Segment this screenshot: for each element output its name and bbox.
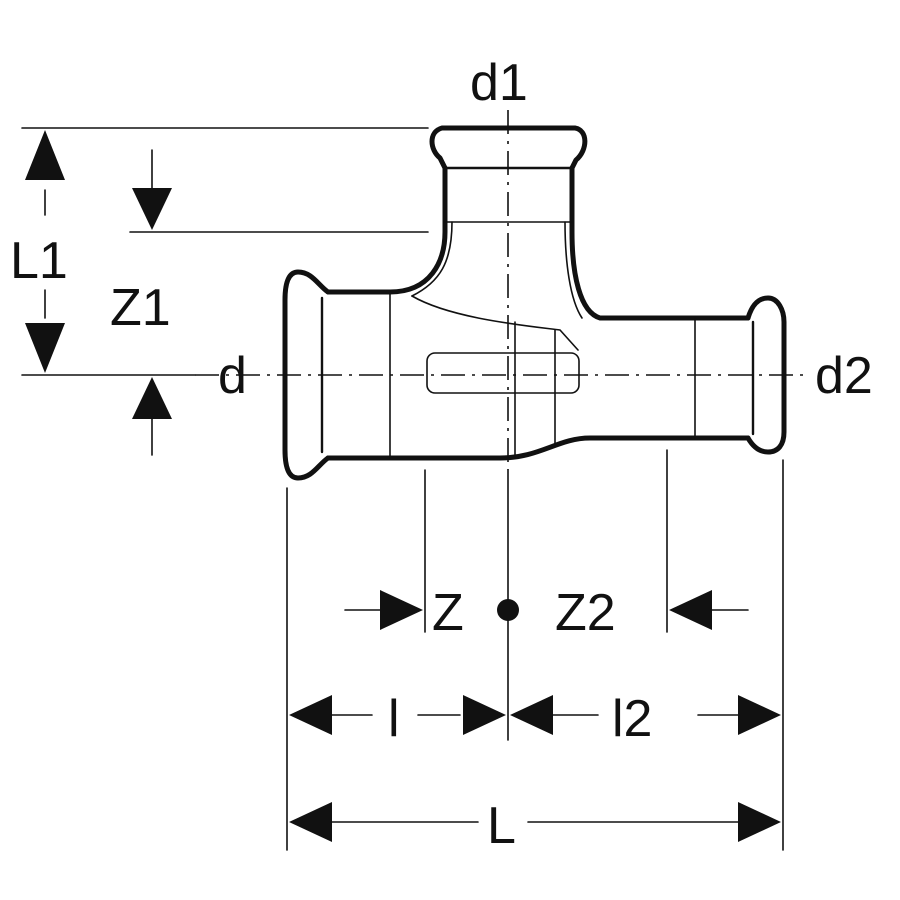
inner-branch-curve-right [564, 221, 583, 319]
Z1-arrow-down [132, 188, 172, 230]
fitting-body [282, 125, 787, 481]
l2-arrow-left [510, 695, 553, 735]
L-arrow-right [738, 802, 781, 842]
label-Z2: Z2 [555, 584, 616, 642]
label-d1: d1 [470, 54, 528, 112]
dimension-Z-Z2: Z Z2 [344, 584, 749, 642]
internal-slot [426, 352, 580, 394]
dimension-L1: L1 [10, 130, 68, 373]
right-socket-collar [745, 295, 787, 455]
l-arrow-left [289, 695, 332, 735]
inner-bore-curve [411, 295, 579, 351]
label-Z1: Z1 [110, 279, 171, 337]
extension-lines [21, 127, 784, 851]
dimension-L: L [289, 797, 781, 855]
L1-arrow-down [25, 323, 65, 373]
label-d2: d2 [815, 347, 873, 405]
L1-arrow-up [25, 130, 65, 180]
L-arrow-left [289, 802, 332, 842]
l2-arrow-right [738, 695, 781, 735]
dimension-l-l2: l l2 [289, 690, 781, 748]
label-L1: L1 [10, 232, 68, 290]
top-socket-collar [429, 125, 588, 171]
l-arrow-right [463, 695, 506, 735]
fitting-outline [325, 165, 751, 461]
Z1-arrow-up [132, 377, 172, 419]
label-l: l [388, 690, 400, 748]
label-L: L [487, 797, 516, 855]
label-Z: Z [432, 584, 464, 642]
label-d: d [218, 347, 247, 405]
inner-branch-curve-left [411, 221, 453, 297]
label-l2: l2 [612, 690, 652, 748]
dimension-Z1: Z1 [110, 149, 172, 456]
Z-arrow-right [380, 590, 423, 630]
Z2-arrow-left [669, 590, 712, 630]
center-point [497, 599, 519, 621]
